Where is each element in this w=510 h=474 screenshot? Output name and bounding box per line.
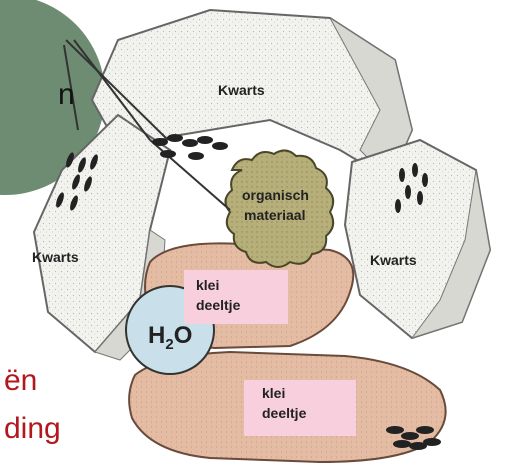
side-text-line1: ën xyxy=(4,366,37,396)
label-organic-2: materiaal xyxy=(244,207,305,223)
label-clay-lower-2: deeltje xyxy=(262,405,307,421)
label-quartz-right: Kwarts xyxy=(370,252,417,268)
label-quartz-left: Kwarts xyxy=(32,249,79,265)
label-quartz-top: Kwarts xyxy=(218,82,265,98)
circle-text-fragment: n xyxy=(58,78,88,112)
label-clay-upper-1: klei xyxy=(196,277,219,293)
label-organic-1: organisch xyxy=(242,187,309,203)
side-text-line2: ding xyxy=(4,414,61,444)
label-clay-upper-2: deeltje xyxy=(196,297,241,313)
label-clay-lower-1: klei xyxy=(262,385,285,401)
